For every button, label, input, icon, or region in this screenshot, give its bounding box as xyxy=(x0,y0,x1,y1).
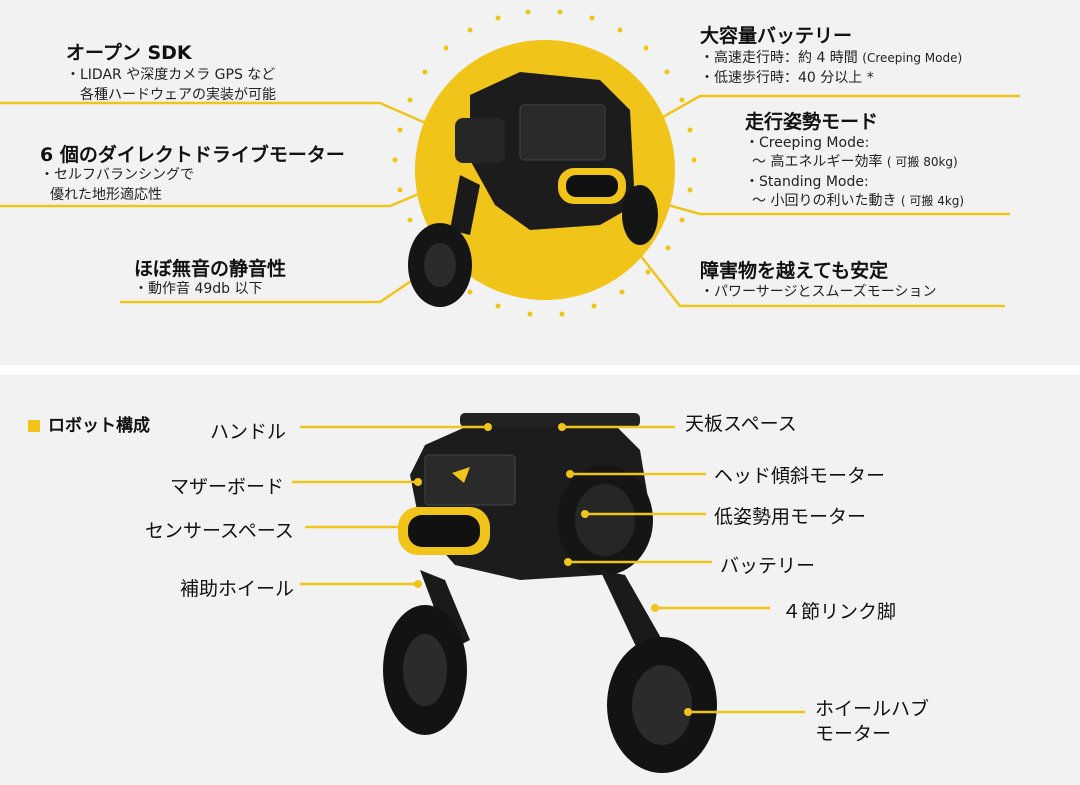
label-top-space: 天板スペース xyxy=(685,413,797,435)
obstacle-line-1: ・パワーサージとスムーズモーション xyxy=(700,284,937,300)
posture-standing-desc: 〜 小回りの利いた動き ( 可搬 4kg) xyxy=(752,192,964,211)
open-sdk-line-2: 各種ハードウェアの実装が可能 xyxy=(80,87,276,103)
battery-line-1-main: ・高速走行時：約 4 時間 xyxy=(700,50,858,66)
section-title-text: ロボット構成 xyxy=(48,416,150,436)
leader-dots xyxy=(400,423,692,716)
direct-drive-line-1: ・セルフバランシングで xyxy=(40,167,194,183)
label-motherboard: マザーボード xyxy=(170,476,285,498)
battery-title: 大容量バッテリー xyxy=(700,25,853,47)
posture-standing-title: ・Standing Mode: xyxy=(745,174,869,190)
direct-drive-title: 6 個のダイレクトドライブモーター xyxy=(40,144,345,166)
open-sdk-line-1: ・LIDAR や深度カメラ GPS など xyxy=(66,67,276,83)
label-wheel-hub-motor-1: ホイールハブ xyxy=(815,698,930,720)
silent-line-1: ・動作音 49db 以下 xyxy=(134,281,263,297)
posture-title: 走行姿勢モード xyxy=(745,111,879,133)
components-illustration xyxy=(292,413,805,773)
posture-creeping-title: ・Creeping Mode: xyxy=(745,135,870,151)
posture-standing-desc-main: 〜 小回りの利いた動き xyxy=(752,193,897,209)
battery-line-1: ・高速走行時：約 4 時間 (Creeping Mode) xyxy=(700,49,962,68)
leader-lines xyxy=(292,425,805,714)
obstacle-title: 障害物を越えても安定 xyxy=(700,260,889,282)
battery-line-1-note: (Creeping Mode) xyxy=(862,51,963,65)
callout-lines xyxy=(0,94,1020,308)
posture-creeping-desc: 〜 高エネルギー効率 ( 可搬 80kg) xyxy=(752,153,958,172)
battery-line-2: ・低速歩行時：40 分以上 * xyxy=(700,70,874,86)
label-sensor-space: センサースペース xyxy=(145,520,294,542)
posture-standing-note: ( 可搬 4kg) xyxy=(900,194,965,208)
open-sdk-title: オープン SDK xyxy=(66,42,192,64)
label-aux-wheel: 補助ホイール xyxy=(180,578,295,600)
posture-creeping-note: ( 可搬 80kg) xyxy=(886,155,958,169)
posture-creeping-desc-main: 〜 高エネルギー効率 xyxy=(752,154,883,170)
yellow-square-icon xyxy=(28,420,40,432)
label-wheel-hub-motor-2: モーター xyxy=(815,723,892,745)
label-four-bar-leg: ４節リンク脚 xyxy=(782,601,897,623)
silent-title: ほぼ無音の静音性 xyxy=(134,258,287,280)
section-title: ロボット構成 xyxy=(28,411,150,436)
label-head-tilt-motor: ヘッド傾斜モーター xyxy=(714,465,886,487)
label-battery: バッテリー xyxy=(720,555,816,577)
robot-illustration-top xyxy=(408,72,658,307)
robot-illustration-bottom xyxy=(383,413,717,773)
label-low-posture-motor: 低姿勢用モーター xyxy=(714,506,867,528)
direct-drive-line-2: 優れた地形適応性 xyxy=(50,187,162,203)
features-illustration xyxy=(0,9,1020,317)
label-handle: ハンドル xyxy=(210,421,287,443)
